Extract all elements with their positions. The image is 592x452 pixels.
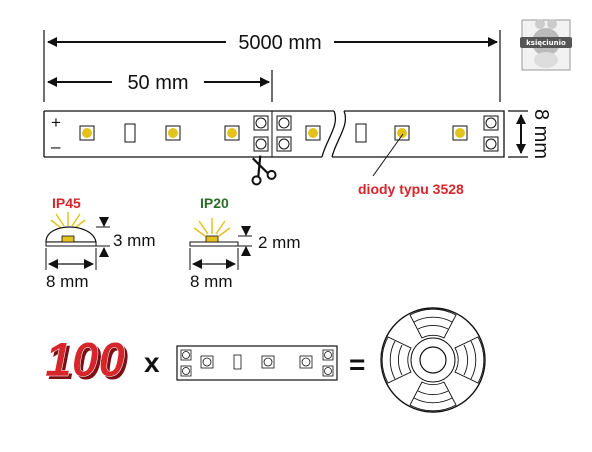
strip-segment: [176, 345, 338, 381]
ip45-height-label: 3 mm: [113, 231, 156, 250]
led-chip: [79, 125, 95, 141]
ip20-label: IP20: [200, 195, 229, 211]
light-rays: [193, 218, 231, 237]
ip45-width-label: 8 mm: [46, 272, 89, 291]
solder-pad: [276, 136, 292, 152]
dimension-width: 8 mm: [508, 109, 552, 159]
total-length-label: 5000 mm: [238, 32, 321, 54]
quantity-equation: 100 100 x =: [45, 307, 486, 413]
reel-icon: [380, 307, 486, 413]
diode-type-label: diody typu 3528: [358, 181, 464, 197]
resistor: [355, 123, 367, 143]
minus-marker: –: [51, 137, 61, 156]
segment-length-label: 50 mm: [127, 72, 188, 94]
count-shadow: 100: [48, 337, 128, 390]
profile-ip20: IP20 2 mm 8 mm: [189, 195, 301, 291]
equals-sign: =: [349, 349, 365, 380]
led-strip: + –: [43, 110, 505, 158]
resistor: [124, 123, 136, 143]
strip-width-label: 8 mm: [530, 109, 552, 159]
led-chip: [452, 125, 468, 141]
led-chip: [394, 125, 410, 141]
solder-pad: [483, 136, 499, 152]
led-chip: [305, 125, 321, 141]
solder-pad: [276, 115, 292, 131]
plus-marker: +: [51, 113, 61, 132]
led-chip: [165, 125, 181, 141]
light-rays: [50, 212, 86, 229]
ip20-width-label: 8 mm: [190, 272, 233, 291]
solder-pad: [253, 136, 269, 152]
ip20-height-label: 2 mm: [258, 233, 301, 252]
diode-callout: diody typu 3528: [358, 133, 464, 197]
dimension-segment: 50 mm: [47, 70, 273, 102]
watermark-text: księciunio: [526, 39, 566, 47]
count-label: 100: [45, 334, 125, 387]
solder-pad: [483, 115, 499, 131]
ip45-label: IP45: [52, 195, 81, 211]
times-sign: x: [144, 347, 160, 378]
solder-pad: [253, 115, 269, 131]
dimension-total: 5000 mm: [43, 30, 501, 102]
watermark-logo: księciunio: [520, 19, 572, 71]
led-chip: [224, 125, 240, 141]
scissors-icon: [251, 155, 277, 186]
profile-ip45: IP45 3 mm 8 mm: [45, 195, 156, 291]
